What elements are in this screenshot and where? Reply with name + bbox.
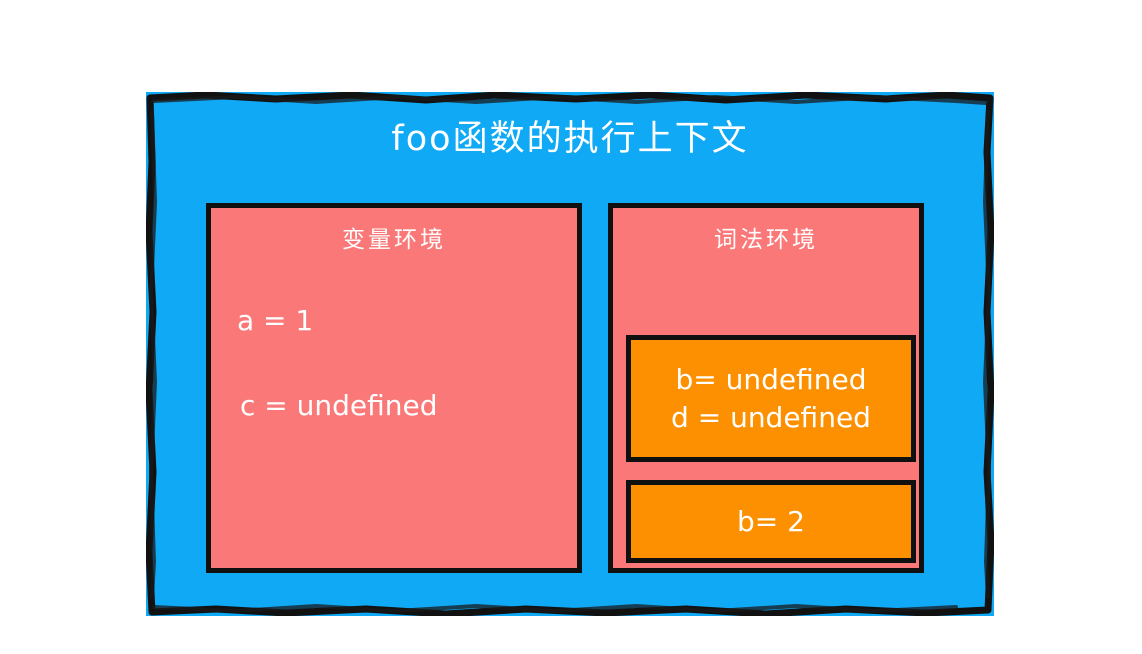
lexical-binding-d-undefined: d = undefined bbox=[671, 400, 871, 434]
variable-environment-panel: 变量环境 a = 1 c = undefined bbox=[206, 203, 582, 573]
lexical-environment-panel: 词法环境 b= undefined d = undefined b= 2 bbox=[608, 203, 924, 573]
lexical-binding-box-1: b= undefined d = undefined bbox=[626, 335, 916, 462]
variable-entry-a: a = 1 bbox=[237, 304, 314, 337]
lexical-binding-b-undefined: b= undefined bbox=[675, 362, 867, 396]
lexical-binding-b-2: b= 2 bbox=[737, 504, 805, 538]
lexical-environment-title: 词法环境 bbox=[714, 227, 818, 253]
page-title: foo函数的执行上下文 bbox=[391, 119, 749, 159]
variable-environment-title: 变量环境 bbox=[342, 227, 446, 253]
variable-entry-c: c = undefined bbox=[240, 389, 438, 422]
lexical-binding-box-2: b= 2 bbox=[626, 480, 916, 563]
execution-context-box: foo函数的执行上下文 变量环境 a = 1 c = undefined 词法环… bbox=[146, 92, 994, 616]
